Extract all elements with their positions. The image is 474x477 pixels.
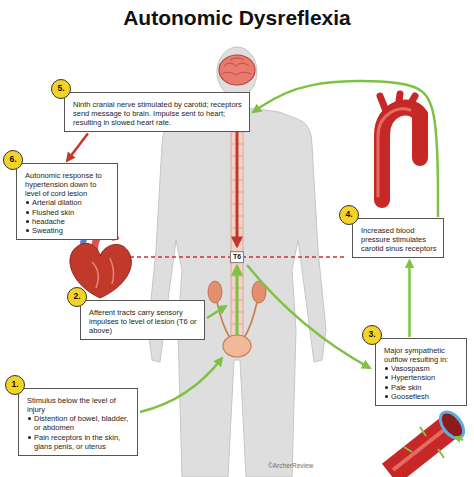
carotid-branches bbox=[380, 94, 415, 116]
leader-arrow bbox=[140, 358, 222, 412]
callout-box: 5.Ninth cranial nerve stimulated by caro… bbox=[64, 92, 250, 132]
aorta-highlight bbox=[378, 109, 410, 196]
bullet-item: headache bbox=[25, 217, 112, 226]
callout-number: 1. bbox=[5, 375, 25, 395]
callout-text: Afferent tracts carry sensory impulses t… bbox=[89, 308, 199, 335]
bullet-item: Pale skin bbox=[384, 383, 461, 392]
bullet-item: Distention of bowel, bladder, or abdomen bbox=[27, 414, 132, 432]
callout-text: Ninth cranial nerve stimulated by caroti… bbox=[73, 100, 244, 127]
bullet-item: Vasospasm bbox=[384, 364, 461, 373]
callout-box: 4.Increased blood pressure stimulates ca… bbox=[352, 218, 444, 258]
bullet-item: Hypertension bbox=[384, 373, 461, 382]
flow-arrow bbox=[67, 133, 88, 161]
callout-number: 2. bbox=[67, 287, 87, 307]
blood-vessel bbox=[390, 425, 452, 474]
bullet-item: Flushed skin bbox=[25, 208, 112, 217]
leader-arrow bbox=[247, 265, 370, 368]
ascending-pathway-arrow bbox=[236, 266, 239, 336]
callout-number: 4. bbox=[339, 205, 359, 225]
callout-number: 6. bbox=[3, 150, 23, 170]
callout-box: 3.Major sympathetic outflow resulting in… bbox=[375, 338, 467, 406]
callout-text: Major sympathetic outflow resulting in: bbox=[384, 346, 461, 364]
vessel-opening bbox=[436, 408, 469, 443]
aorta bbox=[382, 108, 420, 200]
diagram-title: Autonomic Dysreflexia bbox=[0, 5, 474, 30]
bullet-item: Sweating bbox=[25, 226, 112, 235]
bullet-item: Arterial dilation bbox=[25, 198, 112, 207]
bladder bbox=[223, 335, 251, 357]
constriction-arrows bbox=[404, 427, 463, 458]
body-head bbox=[217, 47, 257, 97]
callout-text: Autonomic response to hypertension down … bbox=[25, 171, 112, 198]
brain bbox=[219, 55, 255, 85]
callout-number: 5. bbox=[51, 79, 71, 99]
bullet-item: Gooseflesh bbox=[384, 392, 461, 401]
watermark: ©ArcherReview bbox=[268, 462, 313, 469]
bullet-item: Pain receptors in the skin, glans penis,… bbox=[27, 433, 132, 451]
callout-box: 1.Stimulus below the level of injuryDist… bbox=[18, 388, 138, 456]
flow-arrow bbox=[408, 260, 411, 337]
kidney bbox=[208, 281, 222, 303]
flow-arrow bbox=[253, 81, 438, 217]
vessel-highlight bbox=[393, 426, 449, 470]
brain-folds bbox=[222, 58, 251, 75]
leader-arrow bbox=[207, 306, 226, 318]
callout-number: 3. bbox=[362, 325, 382, 345]
callout-text: Stimulus below the level of injury bbox=[27, 396, 132, 414]
heart-vessels bbox=[92, 258, 114, 288]
level-label: T6 bbox=[230, 251, 244, 263]
callout-box: 6.Autonomic response to hypertension dow… bbox=[16, 163, 118, 240]
callout-text: Increased blood pressure stimulates caro… bbox=[361, 226, 438, 253]
callout-box: 2.Afferent tracts carry sensory impulses… bbox=[80, 300, 205, 340]
